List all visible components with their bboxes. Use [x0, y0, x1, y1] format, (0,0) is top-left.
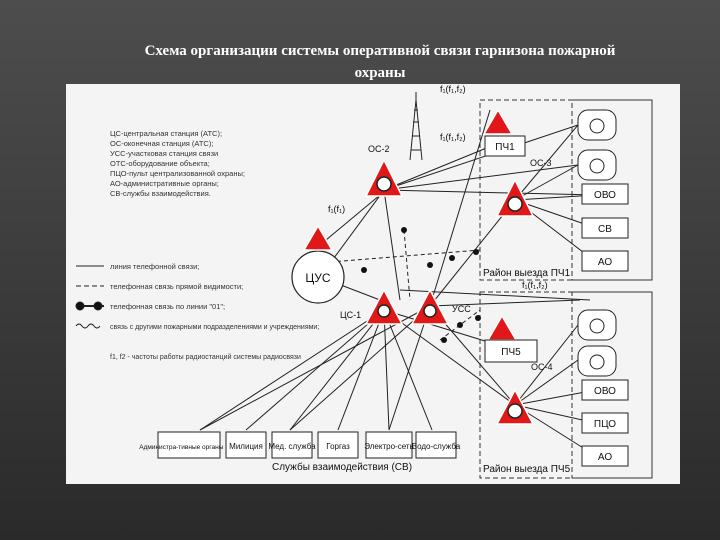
district5-box-3-label: АО	[598, 452, 612, 463]
os3-label: ОС-3	[530, 158, 552, 168]
triangle-symbols	[302, 108, 535, 425]
service-box-6	[415, 431, 457, 459]
cus-node	[291, 250, 345, 304]
uss-circle-icon	[423, 304, 437, 318]
district1-inner-frame	[571, 99, 653, 281]
legend-dot-icon	[75, 301, 85, 311]
legend-line-2: телефонная связь по линии "01";	[110, 302, 225, 311]
cs-label: ЦС-1	[340, 310, 361, 320]
slide-title-line1: Схема организации системы оперативной св…	[144, 43, 616, 59]
freq-left-label: f₁(f₁)	[328, 204, 345, 214]
district5-box-2-label: ПЦО	[594, 419, 616, 430]
services-row: Администра-тивные органы (АО) Милиция Ме…	[139, 431, 461, 459]
legend-line-labels: линия телефонной связи; телефонная связь…	[110, 262, 319, 361]
scheme-panel	[66, 84, 680, 484]
district1-box-3	[581, 250, 629, 272]
slide-title: Схема организации системы оперативной св…	[60, 40, 700, 84]
legend-line-1: телефонная связь прямой видимости;	[110, 282, 243, 291]
legend-wavy-line	[75, 323, 101, 329]
legend-top-4: ПЦО-пульт централизованной охраны;	[110, 169, 245, 178]
district1-box-1	[581, 183, 629, 205]
legend-top-1: ОС-оконечная станция (АТС);	[110, 139, 213, 148]
os4-label: ОС-4	[531, 362, 553, 372]
service-box-5	[365, 431, 413, 459]
legend-top-2: УСС-участковая станция связи	[110, 149, 218, 158]
district1-box-2	[581, 217, 629, 239]
district5-label: Район выезда ПЧ5	[483, 464, 571, 475]
legend-top: ЦС-центральная станция (АТС); ОС-оконечн…	[110, 129, 245, 198]
district5-box-2	[581, 412, 629, 434]
district1-objects: ОВО СВ АО	[577, 109, 629, 272]
freq-top-label: f₁(f₁,f₂)	[440, 84, 466, 94]
district5-box-1-label: ОВО	[594, 386, 616, 397]
legend-top-3: ОТС-оборудование объекта;	[110, 159, 210, 168]
legend-line-4: f1, f2 - частоты работы радиостанций сис…	[110, 353, 301, 361]
uss-label: УСС	[452, 304, 471, 314]
pch5-label: ПЧ5	[501, 347, 521, 358]
os2-circle-icon	[376, 176, 392, 192]
district1-box-2-label: СВ	[598, 224, 612, 235]
district5-box-1	[581, 379, 629, 401]
service-box-4-label: Горгаз	[326, 442, 350, 451]
legend-lines	[75, 265, 104, 329]
service-box-3-label: Мед. служба	[268, 442, 316, 451]
district1-box-3-label: АО	[598, 257, 612, 268]
os2-label: ОС-2	[368, 144, 390, 154]
legend-top-0: ЦС-центральная станция (АТС);	[110, 129, 222, 138]
pch1-label: ПЧ1	[495, 142, 515, 153]
legend-top-6: СВ-службы взаимодействия.	[110, 189, 211, 198]
services-label: Службы взаимодействия (СВ)	[272, 461, 412, 473]
service-box-5-label: Электро-сеть	[364, 442, 413, 451]
district1-box-1-label: ОВО	[594, 190, 616, 201]
district5-box-3	[581, 445, 629, 467]
pch5-box	[484, 339, 538, 363]
district5-objects: ОВО ПЦО АО	[577, 309, 629, 467]
cus-label: ЦУС	[305, 271, 331, 285]
os4-circle-icon	[507, 403, 523, 419]
cs-circle-icon	[377, 304, 391, 318]
service-box-2	[225, 431, 267, 459]
pch1-box	[484, 135, 526, 157]
service-box-1	[157, 431, 221, 459]
mobile-radio-triangle-icon	[302, 224, 334, 251]
service-box-1-label: Администра-тивные органы (АО)	[139, 444, 239, 451]
freq-low-label: f₁(f₁,f₂)	[522, 280, 548, 290]
legend-top-5: АО-административные органы;	[110, 179, 219, 188]
service-box-4	[317, 431, 359, 459]
service-box-2-label: Милиция	[229, 442, 263, 451]
legend-line-0: линия телефонной связи;	[110, 262, 199, 271]
freq-mid-label: f₁(f₁,f₂)	[440, 132, 466, 142]
district1-label: Район выезда ПЧ1	[483, 268, 571, 279]
district5-inner-frame	[571, 291, 653, 479]
service-box-3	[271, 431, 313, 459]
legend-line-3: связь с другими пожарными подразделениям…	[110, 324, 319, 331]
pch1-radio-triangle-icon	[482, 108, 514, 135]
os3-circle-icon	[507, 196, 523, 212]
service-box-6-label: Водо-служба	[412, 442, 461, 451]
slide-title-line2: охраны	[354, 65, 406, 81]
antenna-tower-icon	[409, 92, 423, 161]
